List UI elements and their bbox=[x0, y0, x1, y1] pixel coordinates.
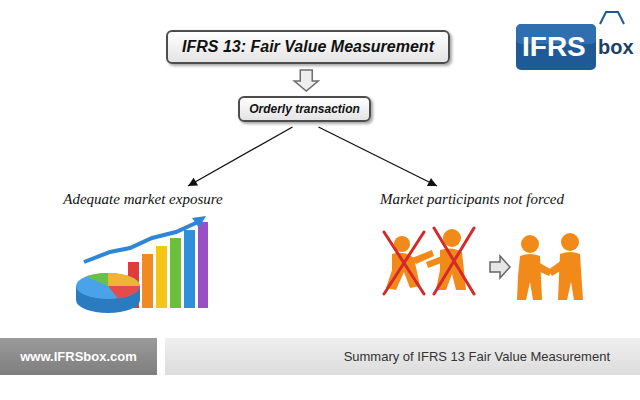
text-node: Adequate market exposure bbox=[59, 188, 227, 211]
arrow-head bbox=[188, 178, 198, 186]
connector bbox=[319, 127, 438, 186]
process-box: Orderly transaction bbox=[238, 96, 371, 122]
growth-chart bbox=[76, 216, 208, 313]
arrow-head bbox=[427, 178, 437, 186]
node-text: Adequate market exposure bbox=[63, 191, 223, 208]
node-text: IFRS 13: Fair Value Measurement bbox=[182, 38, 434, 56]
connector bbox=[294, 70, 318, 91]
node-text: Market participants not forced bbox=[380, 191, 564, 208]
title-box: IFRS 13: Fair Value Measurement bbox=[166, 30, 450, 64]
footer-band: www.IFRSbox.com bbox=[0, 338, 157, 375]
node-text: www.IFRSbox.com bbox=[20, 349, 137, 364]
footer-band: Summary of IFRS 13 Fair Value Measuremen… bbox=[165, 338, 640, 375]
connector bbox=[188, 127, 293, 186]
logo-ground bbox=[596, 30, 634, 66]
cross-mark bbox=[384, 228, 474, 294]
logo-lamp bbox=[600, 12, 624, 24]
node-text: Orderly transaction bbox=[249, 102, 360, 116]
logo-text: IFRS bbox=[522, 31, 586, 63]
logo-plate bbox=[516, 24, 596, 70]
logo-text: box bbox=[598, 36, 634, 59]
text-node: Market participants not forced bbox=[376, 188, 568, 211]
node-text: Summary of IFRS 13 Fair Value Measuremen… bbox=[344, 349, 610, 364]
transition-arrow bbox=[490, 256, 510, 278]
handshake-figures bbox=[517, 233, 583, 300]
